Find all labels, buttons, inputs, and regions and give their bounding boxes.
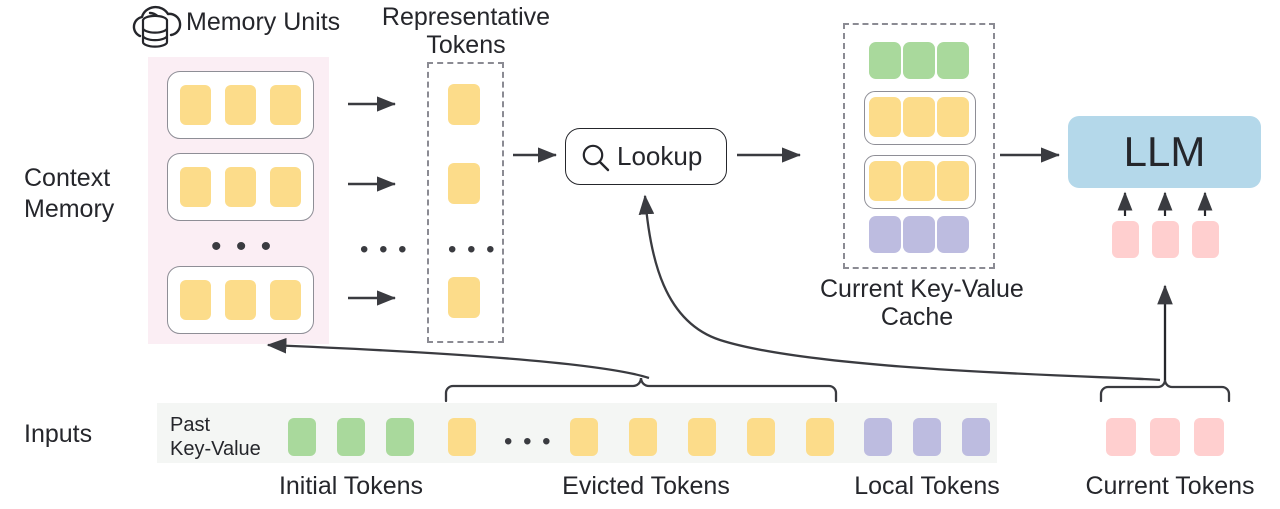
kv-token-yellow <box>869 97 901 137</box>
inputs-label: Inputs <box>24 420 93 448</box>
memory-unit-2[interactable] <box>167 153 314 221</box>
evicted-tokens-label: Evicted Tokens <box>562 472 730 500</box>
kv-cache-label-line2: Cache <box>880 303 954 331</box>
memory-token <box>270 167 301 207</box>
kv-token-purple <box>903 216 935 253</box>
input-token-initial-2 <box>337 418 365 456</box>
memory-token <box>270 280 301 320</box>
memory-units-label: Memory Units <box>186 8 341 36</box>
representative-tokens-box <box>427 62 504 343</box>
lookup-label: Lookup <box>617 141 703 171</box>
input-token-evicted-4 <box>688 418 716 456</box>
input-token-local-2 <box>913 418 941 456</box>
input-token-current-3 <box>1194 418 1224 456</box>
input-token-local-3 <box>962 418 990 456</box>
current-tokens-label: Current Tokens <box>1085 472 1255 500</box>
input-token-initial-1 <box>288 418 316 456</box>
llm-input-token-3 <box>1192 221 1219 258</box>
search-icon <box>582 144 610 172</box>
input-token-current-2 <box>1150 418 1180 456</box>
past-kv-label-line2: Key-Value <box>170 438 261 460</box>
kv-token-yellow <box>903 161 935 201</box>
kv-token-yellow <box>937 161 969 201</box>
kv-token-green <box>869 42 901 79</box>
representative-token-3 <box>448 277 480 318</box>
input-token-local-1 <box>864 418 892 456</box>
input-token-evicted-6 <box>806 418 834 456</box>
lookup-button[interactable]: Lookup <box>565 128 727 185</box>
initial-tokens-label: Initial Tokens <box>278 472 424 500</box>
memory-unit-3[interactable] <box>167 266 314 334</box>
kv-token-purple <box>937 216 969 253</box>
memory-token <box>225 280 256 320</box>
memory-unit-1[interactable] <box>167 71 314 139</box>
representative-tokens-label-line2: Tokens <box>426 31 506 59</box>
kv-token-yellow <box>869 161 901 201</box>
input-token-initial-3 <box>386 418 414 456</box>
llm-input-token-1 <box>1112 221 1139 258</box>
kv-token-purple <box>869 216 901 253</box>
input-token-evicted-3 <box>629 418 657 456</box>
input-token-evicted-5 <box>747 418 775 456</box>
input-token-current-1 <box>1106 418 1136 456</box>
representative-tokens-label-line1: Representative <box>381 3 551 31</box>
input-token-evicted-2 <box>570 418 598 456</box>
kv-cache-label-line1: Current Key-Value <box>820 275 1024 303</box>
memory-token <box>225 167 256 207</box>
kv-token-yellow <box>937 97 969 137</box>
context-memory-label-line1: Context <box>24 164 111 192</box>
kv-token-green <box>903 42 935 79</box>
unit-arrow-ellipsis: • • • <box>360 236 409 263</box>
memory-token <box>180 280 211 320</box>
memory-units-ellipsis: • • • <box>211 230 275 263</box>
memory-token <box>180 167 211 207</box>
input-evicted-ellipsis: • • • <box>504 428 553 455</box>
context-memory-label-line2: Memory <box>24 195 115 223</box>
local-tokens-label: Local Tokens <box>854 472 1000 500</box>
representative-token-2 <box>448 163 480 204</box>
memory-token <box>270 85 301 125</box>
representative-token-1 <box>448 84 480 125</box>
representative-tokens-ellipsis: • • • <box>448 236 497 263</box>
memory-token <box>225 85 256 125</box>
llm-label: LLM <box>1123 128 1206 175</box>
llm-block[interactable]: LLM <box>1068 116 1261 188</box>
kv-token-green <box>937 42 969 79</box>
input-token-evicted-1 <box>448 418 476 456</box>
kv-token-yellow <box>903 97 935 137</box>
memory-token <box>180 85 211 125</box>
llm-input-token-2 <box>1152 221 1179 258</box>
past-kv-label-line1: Past <box>170 414 211 436</box>
